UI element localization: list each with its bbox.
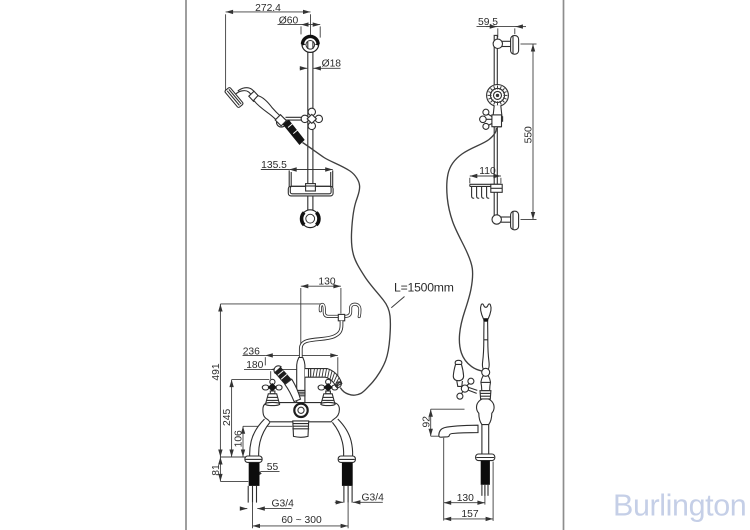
svg-text:491: 491 [211,363,222,380]
svg-text:L=1500mm: L=1500mm [394,281,454,295]
svg-text:135.5: 135.5 [261,160,287,171]
svg-text:236: 236 [243,347,260,358]
svg-text:550: 550 [523,126,534,143]
svg-text:Ø18: Ø18 [322,58,342,69]
svg-text:G3/4: G3/4 [272,499,295,510]
svg-text:110: 110 [479,166,496,177]
svg-text:55: 55 [267,462,279,473]
svg-text:180: 180 [246,360,263,371]
svg-text:272.4: 272.4 [255,3,281,14]
svg-text:Burlington: Burlington [613,489,746,523]
svg-text:81: 81 [211,464,222,476]
svg-text:106: 106 [234,430,245,447]
svg-text:92: 92 [421,416,432,428]
svg-text:59.5: 59.5 [478,17,498,28]
svg-text:130: 130 [318,276,335,287]
svg-text:60 ~ 300: 60 ~ 300 [281,515,322,526]
svg-text:245: 245 [222,409,233,426]
svg-text:Ø60: Ø60 [279,15,299,26]
svg-text:G3/4: G3/4 [362,492,385,503]
svg-text:157: 157 [461,509,478,520]
svg-text:130: 130 [457,493,474,504]
